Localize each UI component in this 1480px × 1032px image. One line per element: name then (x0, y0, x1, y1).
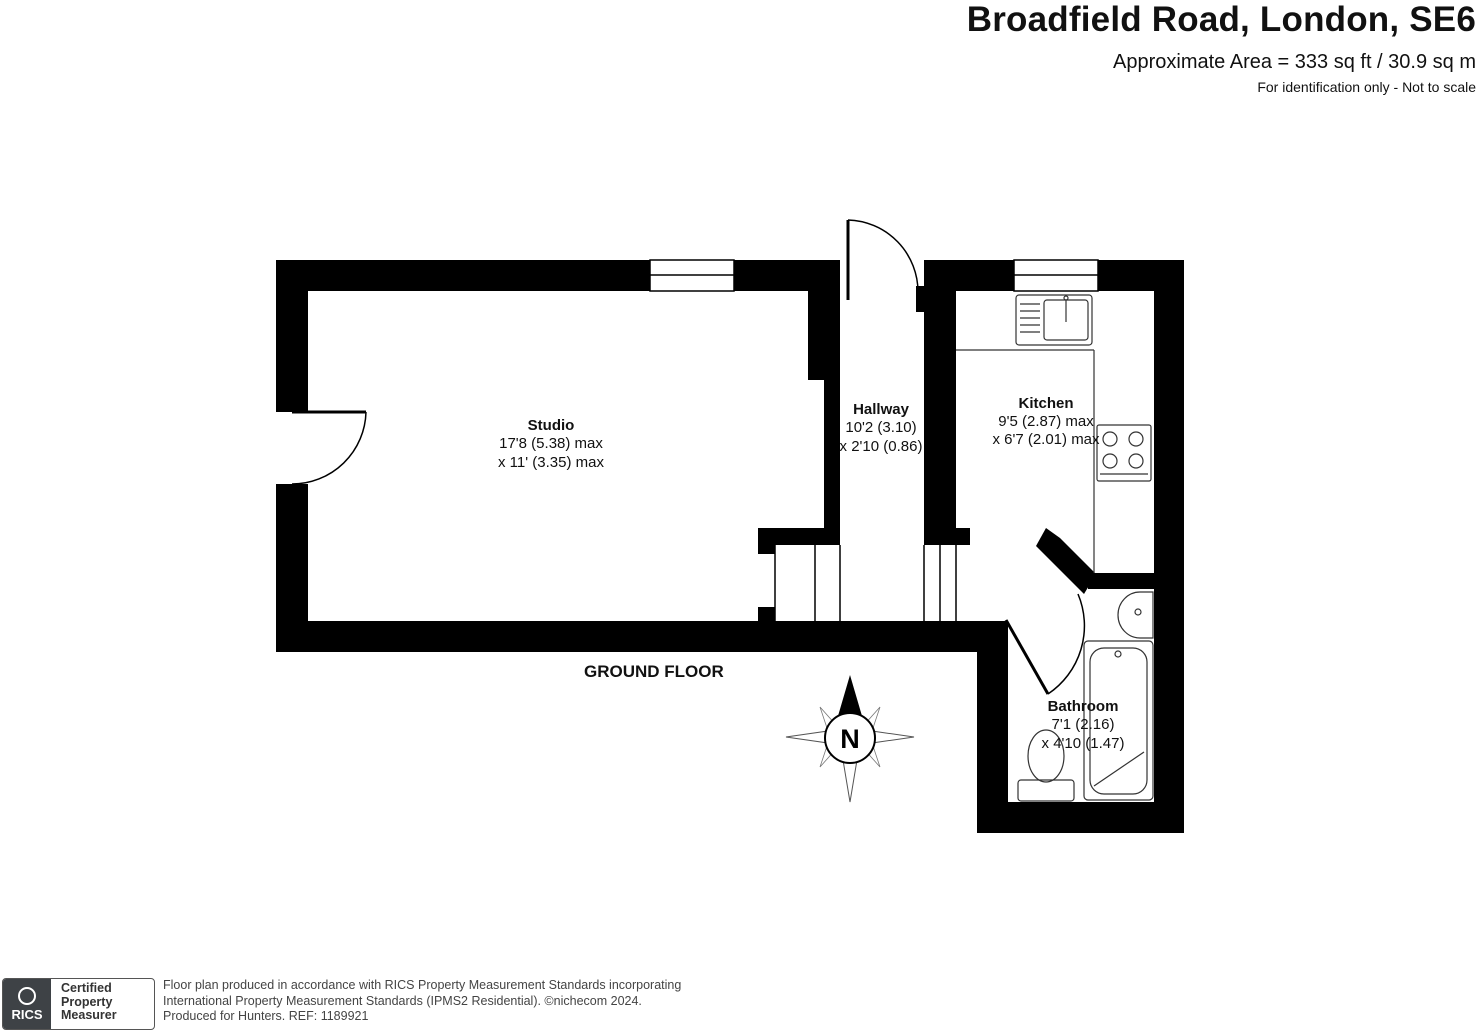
studio-name: Studio (528, 417, 575, 434)
kitchen-dim-1: 9'5 (2.87) max (998, 413, 1094, 430)
compass-icon: N (785, 675, 915, 803)
badge-text: Certified Property Measurer (51, 979, 117, 1029)
studio-top-wall-right (734, 260, 840, 291)
rics-logo: RICS (3, 979, 51, 1029)
room-labels: Studio 17'8 (5.38) max x 11' (3.35) max … (498, 395, 1124, 752)
studio-top-wall-left (276, 260, 650, 291)
kitchen-left-wall (924, 300, 956, 545)
studio-left-wall-upper (276, 260, 308, 412)
kitchen-fixtures (956, 294, 1152, 573)
bathroom-fixtures (1017, 591, 1154, 802)
footer-line-1: Floor plan produced in accordance with R… (163, 978, 682, 992)
toilet-icon (1017, 729, 1075, 802)
rics-certified-badge: RICS Certified Property Measurer (2, 978, 155, 1030)
bathroom-bottom-wall (977, 802, 1184, 833)
bathroom-dim-2: x 4'10 (1.47) (1042, 735, 1125, 752)
badge-line-3: Measurer (61, 1008, 117, 1022)
studio-inner-stub-top (758, 528, 775, 554)
footer-disclaimer: Floor plan produced in accordance with R… (163, 978, 681, 1025)
kitchen-name: Kitchen (1018, 395, 1073, 412)
ground-floor-bottom-wall (276, 621, 1002, 652)
studio-dim-2: x 11' (3.35) max (498, 454, 604, 471)
partition-upper-block (808, 286, 825, 380)
hallway-name: Hallway (853, 401, 910, 418)
doors (291, 219, 1086, 695)
studio-dim-1: 17'8 (5.38) max (499, 435, 603, 452)
globe-icon (18, 986, 36, 1005)
sink-icon (1015, 294, 1093, 346)
bathtub-icon (1083, 640, 1154, 801)
badge-line-2: Property (61, 994, 113, 1009)
scale-note: For identification only - Not to scale (1257, 79, 1476, 95)
kitchen-dim-2: x 6'7 (2.01) max (992, 431, 1100, 448)
compass-letter: N (840, 724, 860, 754)
studio-inner-stub-bottom (758, 607, 775, 623)
bathroom-top-wall (1088, 573, 1158, 589)
kitchen-inner-return (924, 528, 970, 545)
kitchen-diagonal-wall (1036, 528, 1096, 594)
hallway-dim-2: x 2'10 (0.86) (840, 438, 923, 455)
property-title: Broadfield Road, London, SE6 (966, 0, 1476, 39)
hob-icon (1096, 424, 1152, 482)
studio-inner-return (758, 528, 840, 545)
hallway-left-wall (824, 300, 840, 545)
plan-header: Broadfield Road, London, SE6 Approximate… (967, 0, 1476, 95)
floor-label: GROUND FLOOR (584, 662, 724, 681)
footer-line-3: Produced for Hunters. REF: 1189921 (163, 1009, 369, 1023)
basin-icon (1117, 591, 1154, 639)
kitchen-top-wall-left (924, 260, 1014, 291)
bathroom-dim-1: 7'1 (2.16) (1052, 716, 1115, 733)
rics-logo-text: RICS (11, 1006, 43, 1022)
approximate-area: Approximate Area = 333 sq ft / 30.9 sq m (1113, 51, 1476, 73)
bathroom-left-wall (977, 621, 1008, 833)
hallway-dim-1: 10'2 (3.10) (845, 419, 916, 436)
badge-line-1: Certified (61, 981, 112, 995)
kitchen-right-wall (1154, 260, 1184, 833)
bathroom-name: Bathroom (1048, 698, 1119, 715)
footer-line-2: International Property Measurement Stand… (163, 993, 642, 1008)
windows (649, 259, 1099, 292)
walls (276, 260, 1184, 833)
